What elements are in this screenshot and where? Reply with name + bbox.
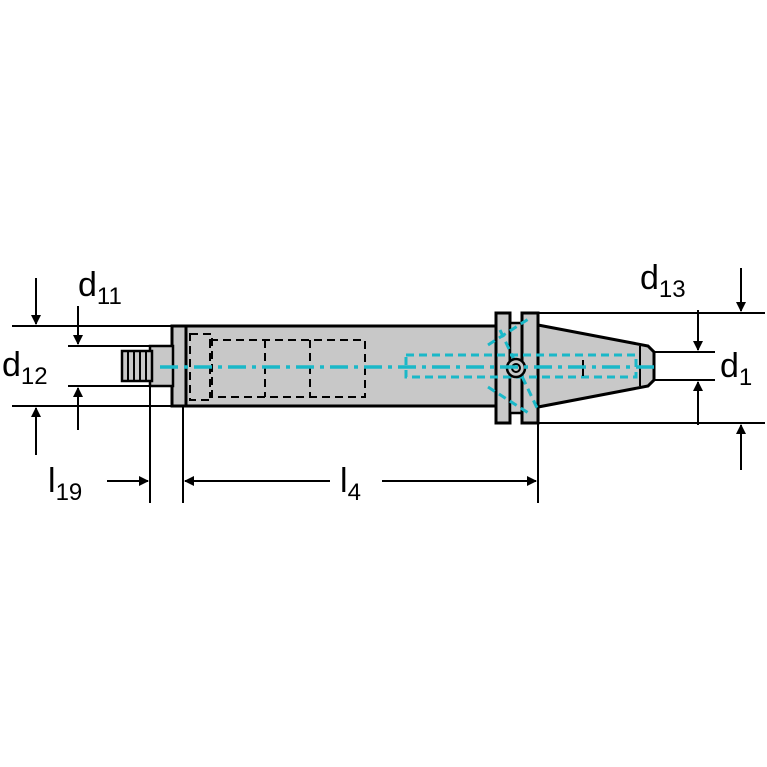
label-d13: d13 xyxy=(640,259,686,303)
label-d1: d1 xyxy=(720,347,752,391)
label-l4: l4 xyxy=(340,462,361,506)
label-d12: d12 xyxy=(2,346,48,390)
label-d11: d11 xyxy=(78,266,122,310)
dimension-lines xyxy=(12,268,765,503)
label-l19: l19 xyxy=(48,462,82,506)
knurled-screw xyxy=(120,349,154,383)
